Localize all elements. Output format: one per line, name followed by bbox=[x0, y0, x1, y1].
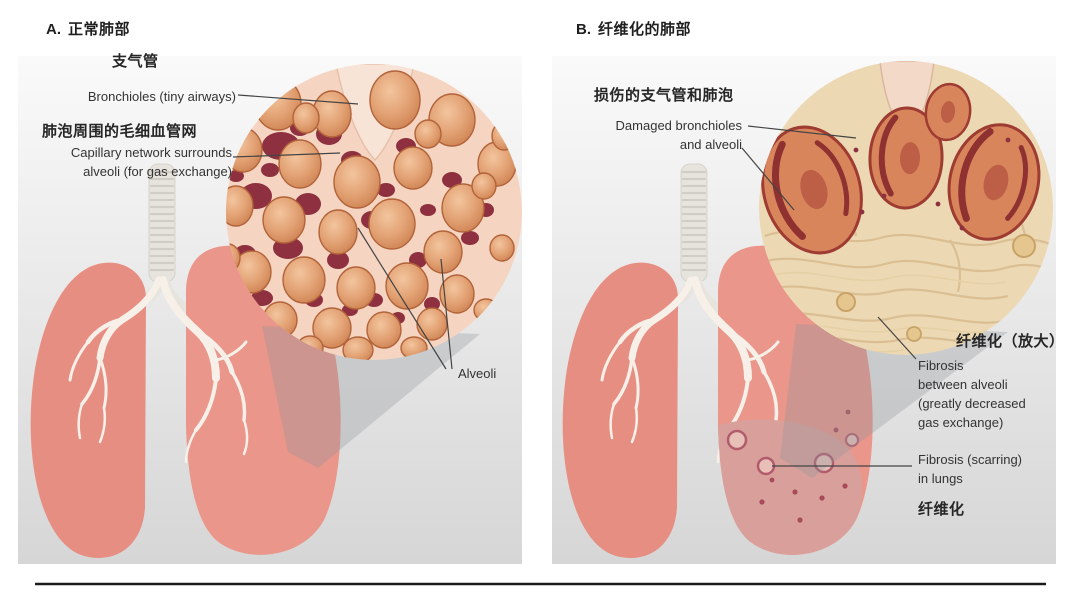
label-damaged-zh: 损伤的支气管和肺泡 bbox=[594, 87, 734, 104]
label-scarring-en-line1: Fibrosis (scarring) bbox=[918, 452, 1023, 467]
label-damaged-en-line2: and alveoli bbox=[679, 137, 742, 152]
panel-b-title-text: 纤维化的肺部 bbox=[598, 21, 692, 38]
label-capillary-zh: 肺泡周围的毛细血管网 bbox=[42, 123, 198, 140]
label-fibrosis-en-line1: Fibrosis bbox=[918, 358, 964, 373]
magnifier-cone-b bbox=[780, 324, 1008, 478]
label-scarring-en-line2: in lungs bbox=[918, 471, 963, 486]
leader-lines-a bbox=[232, 94, 453, 370]
panel-a-title-prefix: A. bbox=[46, 21, 61, 38]
alveoli-sacs bbox=[226, 70, 517, 360]
fibrosis-inset-b bbox=[759, 61, 1053, 355]
label-fibrosis-zh: 纤维化 bbox=[918, 501, 965, 518]
fibrotic-nodule bbox=[906, 326, 922, 342]
label-damaged-en: Damaged bronchioles and alveoli bbox=[576, 116, 742, 154]
label-fibrosis-en: Fibrosis between alveoli (greatly decrea… bbox=[918, 356, 1068, 432]
label-capillary-en: Capillary network surrounds alveoli (for… bbox=[28, 143, 232, 181]
label-bronchioles-zh: 支气管 bbox=[112, 53, 159, 70]
panel-a-art bbox=[18, 56, 522, 564]
leader-lines-b bbox=[741, 125, 917, 467]
label-bronchioles-en: Bronchioles (tiny airways) bbox=[87, 89, 236, 104]
panel-b-title: B. 纤维化的肺部 bbox=[576, 18, 691, 39]
label-capillary-en-line1: Capillary network surrounds bbox=[70, 145, 232, 160]
fibrotic-nodule bbox=[836, 292, 856, 312]
magnifier-cone-a bbox=[262, 326, 480, 468]
panel-a-title: A. 正常肺部 bbox=[46, 18, 130, 39]
label-fibrosis-zoom-zh: 纤维化（放大） bbox=[956, 333, 1065, 350]
damaged-alveoli-clusters bbox=[761, 82, 1041, 255]
label-alveoli: Alveoli bbox=[458, 366, 497, 381]
panel-a-title-text: 正常肺部 bbox=[68, 21, 131, 38]
panel-b-art bbox=[552, 56, 1056, 564]
panel-b-title-prefix: B. bbox=[576, 21, 591, 38]
label-scarring-en: Fibrosis (scarring) in lungs bbox=[918, 450, 1022, 488]
label-fibrosis-en-line3: (greatly decreased bbox=[918, 396, 1026, 411]
label-capillary-en-line2: alveoli (for gas exchange) bbox=[83, 164, 232, 179]
scarring-spots bbox=[726, 409, 859, 523]
label-fibrosis-en-line2: between alveoli bbox=[918, 377, 1008, 392]
label-damaged-en-line1: Damaged bronchioles bbox=[615, 118, 742, 133]
fibrotic-nodule bbox=[1012, 234, 1036, 258]
alveoli-inset-a bbox=[226, 64, 522, 360]
label-fibrosis-en-line4: gas exchange) bbox=[918, 415, 1004, 430]
fibrosis-scarring-region bbox=[718, 409, 863, 555]
